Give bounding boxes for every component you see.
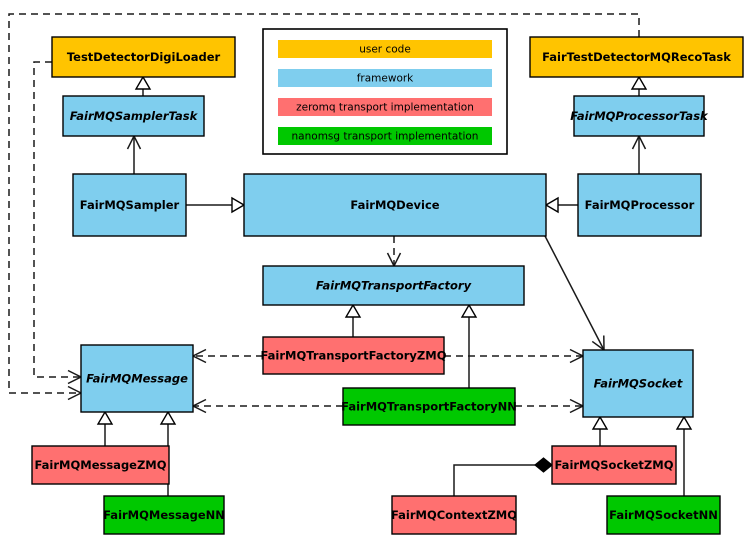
class-box[interactable] (62, 95, 205, 137)
class-box[interactable] (577, 173, 702, 237)
class-name-label: FairMQDevice (350, 198, 439, 212)
class-node-FairMQSocket[interactable]: FairMQSocket (582, 349, 694, 418)
edge-association (544, 235, 605, 351)
generalization-arrowhead (344, 303, 362, 318)
class-name-label: FairMQMessageZMQ (34, 458, 166, 472)
class-node-FairMQContextZMQ[interactable]: FairMQContextZMQ (391, 495, 517, 535)
class-name-label: FairMQProcessorTask (570, 109, 709, 123)
generalization-arrowhead (134, 75, 152, 90)
class-node-FairMQDevice[interactable]: FairMQDevice (243, 173, 547, 237)
class-node-FairMQTransportFactoryZMQ[interactable]: FairMQTransportFactoryZMQ (260, 336, 447, 375)
class-node-FairMQSamplerTask[interactable]: FairMQSamplerTask (62, 95, 205, 137)
class-box[interactable] (606, 495, 721, 535)
legend-label-zeromq: zeromq transport implementation (296, 102, 474, 114)
class-box[interactable] (582, 349, 694, 418)
class-box[interactable] (72, 173, 187, 237)
edge-dependency (8, 13, 640, 394)
generalization-arrowhead (159, 410, 177, 425)
class-name-label: FairMQSocketNN (609, 508, 718, 522)
generalization-arrowhead (591, 415, 609, 430)
class-name-label: FairMQContextZMQ (391, 508, 517, 522)
class-node-FairMQTransportFactory[interactable]: FairMQTransportFactory (262, 265, 525, 306)
composition-diamond (534, 457, 553, 473)
generalization-arrowhead (544, 196, 559, 214)
class-box[interactable] (391, 495, 517, 535)
class-name-label: FairMQTransportFactoryNN (341, 400, 517, 414)
legend-entry-framework: framework (278, 69, 492, 87)
class-name-label: FairMQSocket (594, 377, 683, 391)
generalization-arrowhead (675, 415, 693, 430)
class-node-FairMQMessageNN[interactable]: FairMQMessageNN (103, 495, 225, 535)
class-name-label: FairMQSampler (80, 198, 180, 212)
legend-entry-nanomsg: nanomsg transport implementation (278, 127, 492, 145)
legend-swatch-zeromq (278, 98, 492, 116)
generalization-arrowhead (630, 75, 648, 90)
class-name-label: FairMQMessage (86, 372, 188, 386)
generalization-arrowhead (231, 196, 246, 214)
class-box[interactable] (342, 387, 516, 426)
class-name-label: FairMQTransportFactory (316, 279, 472, 293)
class-name-label: FairMQSocketZMQ (555, 458, 674, 472)
legend-entry-user_code: user code (278, 40, 492, 58)
class-box[interactable] (262, 265, 525, 306)
legend-swatch-framework (278, 69, 492, 87)
class-node-FairMQTransportFactoryNN[interactable]: FairMQTransportFactoryNN (341, 387, 517, 426)
class-name-label: FairMQMessageNN (103, 508, 225, 522)
class-node-FairMQProcessorTask[interactable]: FairMQProcessorTask (570, 95, 709, 137)
class-box[interactable] (243, 173, 547, 237)
class-box[interactable] (103, 495, 225, 535)
generalization-arrowhead (460, 303, 478, 318)
legend-layer: user code framework zeromq transport imple… (262, 28, 508, 155)
legend-swatch-nanomsg (278, 127, 492, 145)
class-box[interactable] (31, 445, 170, 485)
class-node-FairMQMessage[interactable]: FairMQMessage (80, 344, 194, 413)
class-name-label: FairMQProcessor (585, 198, 695, 212)
class-name-label: TestDetectorDigiLoader (67, 50, 221, 64)
class-node-TestDetectorDigiLoader[interactable]: TestDetectorDigiLoader (51, 36, 236, 78)
legend-label-nanomsg: nanomsg transport implementation (292, 131, 479, 143)
edge-composition (453, 464, 535, 496)
legend-swatch-user_code (278, 40, 492, 58)
class-box[interactable] (529, 36, 744, 78)
class-name-label: FairTestDetectorMQRecoTask (542, 50, 731, 64)
class-box[interactable] (573, 95, 705, 137)
class-box[interactable] (262, 336, 445, 375)
class-box[interactable] (551, 445, 677, 485)
nodes-layer: TestDetectorDigiLoaderFairMQSamplerTaskF… (31, 36, 744, 535)
class-box[interactable] (80, 344, 194, 413)
class-node-FairMQMessageZMQ[interactable]: FairMQMessageZMQ (31, 445, 170, 485)
class-box[interactable] (51, 36, 236, 78)
legend-label-user_code: user code (359, 44, 411, 56)
generalization-arrowhead (96, 410, 114, 425)
legend-entry-zeromq: zeromq transport implementation (278, 98, 492, 116)
class-name-label: FairMQSamplerTask (70, 109, 199, 123)
class-name-label: FairMQTransportFactoryZMQ (260, 349, 446, 363)
class-node-FairTestDetectorMQRecoTask[interactable]: FairTestDetectorMQRecoTask (529, 36, 744, 78)
class-node-FairMQSocketNN[interactable]: FairMQSocketNN (606, 495, 721, 535)
class-node-FairMQSocketZMQ[interactable]: FairMQSocketZMQ (551, 445, 677, 485)
class-node-FairMQSampler[interactable]: FairMQSampler (72, 173, 187, 237)
class-node-FairMQProcessor[interactable]: FairMQProcessor (577, 173, 702, 237)
legend-label-framework: framework (357, 73, 414, 85)
